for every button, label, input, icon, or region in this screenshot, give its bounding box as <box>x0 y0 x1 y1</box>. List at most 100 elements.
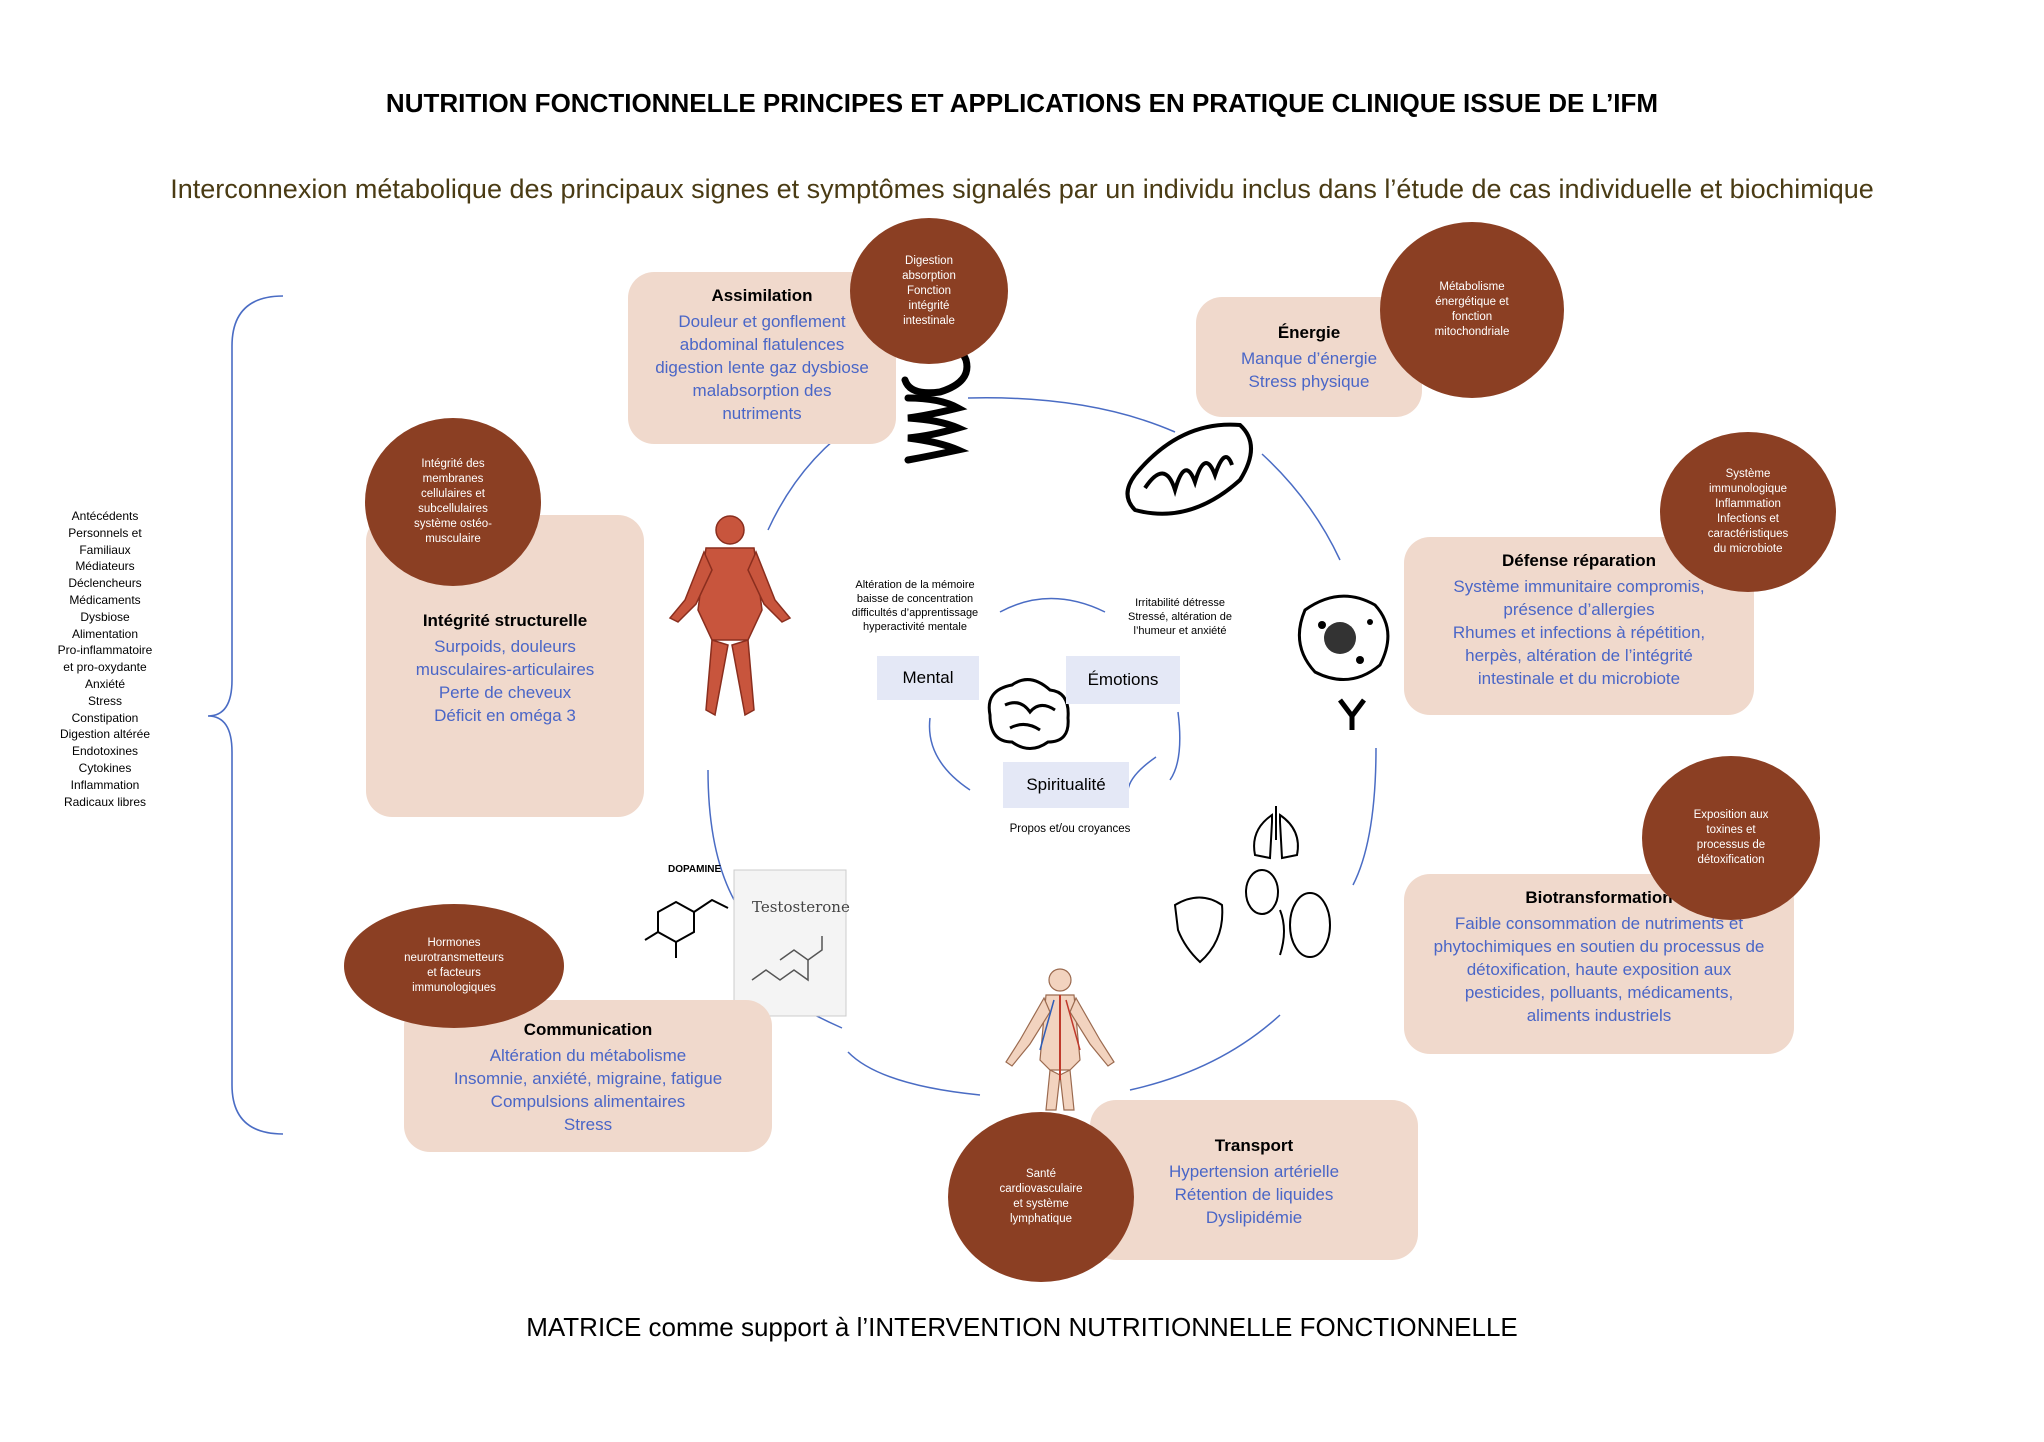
symptom-line: Altération du métabolisme <box>489 1046 687 1065</box>
metabolisme-circle: Métabolisme énergétique et fonction mito… <box>1380 222 1564 398</box>
symptom-line: Insomnie, anxiété, migraine, fatigue <box>453 1069 723 1088</box>
membranes-circle: Intégrité des membranes cellulaires et s… <box>365 418 541 586</box>
factor-item: Familiaux <box>79 542 131 557</box>
factor-item: Pro-inflammatoire <box>57 643 153 658</box>
symptom-line: aliments industriels <box>1526 1006 1672 1025</box>
transport-title: Transport <box>1214 1136 1294 1155</box>
symptom-line: abdominal flatulences <box>679 335 845 354</box>
emotions-tag: Émotions <box>1066 656 1180 704</box>
circle-line: Exposition aux <box>1693 809 1769 821</box>
circle-line: musculaire <box>425 533 481 545</box>
symptom-line: musculaires-articulaires <box>415 660 595 679</box>
circle-line: absorption <box>902 269 956 282</box>
circle-line: système ostéo- <box>414 518 492 530</box>
symptom-line: Système immunitaire compromis, <box>1453 577 1705 596</box>
circle-line: processus de <box>1696 839 1766 851</box>
mental-tag: Mental <box>877 656 979 700</box>
circle-line: intégrité <box>908 299 950 312</box>
circle-line: mitochondriale <box>1434 326 1510 338</box>
circle-line: détoxification <box>1697 854 1765 866</box>
symptom-line: Stress <box>563 1115 613 1134</box>
factors-bracket <box>207 295 284 1135</box>
circle-line: du microbiote <box>1713 543 1783 555</box>
circle-line: Digestion <box>905 254 953 267</box>
emotions-note: Irritabilité détresse Stressé, altératio… <box>1115 596 1245 638</box>
spiritualite-tag: Spiritualité <box>1003 762 1129 808</box>
circle-line: et système <box>1013 1198 1069 1210</box>
symptom-line: Compulsions alimentaires <box>490 1092 686 1111</box>
circle-line: Fonction <box>906 284 952 297</box>
symptom-line: digestion lente gaz dysbiose <box>655 358 869 377</box>
page-subtitle: Interconnexion métabolique des principau… <box>170 174 1874 204</box>
symptom-line: Stress physique <box>1248 372 1370 391</box>
factor-item: Endotoxines <box>71 744 139 759</box>
factor-item: Alimentation <box>71 626 139 641</box>
symptom-line: Faible consommation de nutriments et <box>1454 914 1744 933</box>
symptom-line: détoxification, haute exposition aux <box>1466 960 1732 979</box>
factor-item: Dysbiose <box>80 609 130 624</box>
symptom-line: pesticides, polluants, médicaments, <box>1464 983 1734 1002</box>
circle-line: fonction <box>1451 311 1493 323</box>
circle-line: subcellulaires <box>418 503 488 515</box>
factor-item: Constipation <box>71 710 139 725</box>
note-line: Altération de la mémoire <box>855 579 975 591</box>
mitochondria-illustration <box>1125 422 1253 516</box>
symptom-line: Déficit en oméga 3 <box>434 706 576 725</box>
sante-circle: Santé cardiovasculaire et système lympha… <box>948 1112 1134 1282</box>
immuno-circle: Système immunologique Inflammation Infec… <box>1660 432 1836 592</box>
factor-item: Inflammation <box>70 777 140 792</box>
integrite-title: Intégrité structurelle <box>422 611 588 630</box>
circle-line: toxines et <box>1706 824 1756 836</box>
page-title: NUTRITION FONCTIONNELLE PRINCIPES ET APP… <box>385 88 1659 118</box>
symptom-line: Rétention de liquides <box>1174 1185 1334 1204</box>
note-line: hyperactivité mentale <box>863 621 967 633</box>
brain-illustration <box>987 678 1070 750</box>
circle-line: Inflammation <box>1715 498 1781 510</box>
note-line: Irritabilité détresse <box>1135 597 1225 609</box>
circle-line: Système <box>1725 468 1771 480</box>
toxines-circle: Exposition aux toxines et processus de d… <box>1642 756 1820 920</box>
symptom-line: Douleur et gonflement <box>678 312 846 331</box>
note-line: baisse de concentration <box>856 593 974 605</box>
symptom-line: intestinale et du microbiote <box>1477 669 1681 688</box>
circle-line: membranes <box>422 473 484 485</box>
symptom-line: Perte de cheveux <box>438 683 572 702</box>
communication-title: Communication <box>523 1020 653 1039</box>
symptom-line: présence d’allergies <box>1503 600 1655 619</box>
note-line: l’humeur et anxiété <box>1133 625 1227 637</box>
circle-line: caractéristiques <box>1707 528 1789 540</box>
circle-line: Métabolisme <box>1439 281 1505 293</box>
factor-item: Déclencheurs <box>68 576 142 591</box>
circle-line: Infections et <box>1716 513 1779 525</box>
symptom-line: phytochimiques en soutien du processus d… <box>1433 937 1765 956</box>
symptom-line: Hypertension artérielle <box>1168 1162 1340 1181</box>
factor-item: Personnels et <box>68 525 142 540</box>
symptom-line: Rhumes et infections à répétition, <box>1452 623 1706 642</box>
note-line: Stressé, altération de <box>1128 611 1232 623</box>
circle-line: Intégrité des <box>421 458 485 470</box>
circle-line: cardiovasculaire <box>999 1183 1083 1195</box>
factor-item: et pro-oxydante <box>63 660 147 675</box>
biotransformation-title: Biotransformation <box>1525 888 1673 907</box>
factor-item: Anxiété <box>84 676 126 691</box>
symptom-line: Manque d’énergie <box>1240 349 1378 368</box>
assimilation-title: Assimilation <box>711 286 813 305</box>
circle-line: lymphatique <box>1009 1213 1072 1225</box>
dopamine-molecule <box>644 898 729 958</box>
inner-ring <box>928 597 1181 791</box>
organs-illustration <box>1173 806 1331 964</box>
energie-title: Énergie <box>1277 323 1341 342</box>
circle-line: immunologiques <box>412 982 496 994</box>
transport-box: Transport Hypertension artérielle Rétent… <box>1090 1100 1418 1260</box>
circle-line: neurotransmetteurs <box>404 952 504 964</box>
testosterone-sketch-frame <box>733 869 847 1017</box>
factor-item: Digestion altérée <box>59 727 151 742</box>
symptom-line: Dyslipidémie <box>1205 1208 1303 1227</box>
immune-cell-illustration <box>1297 594 1390 730</box>
mental-note: Altération de la mémoire baisse de conce… <box>840 578 990 634</box>
circle-line: immunologique <box>1709 483 1787 495</box>
circle-line: Santé <box>1025 1168 1057 1180</box>
digestion-circle: Digestion absorption Fonction intégrité … <box>850 218 1008 364</box>
factor-item: Médiateurs <box>75 559 135 574</box>
